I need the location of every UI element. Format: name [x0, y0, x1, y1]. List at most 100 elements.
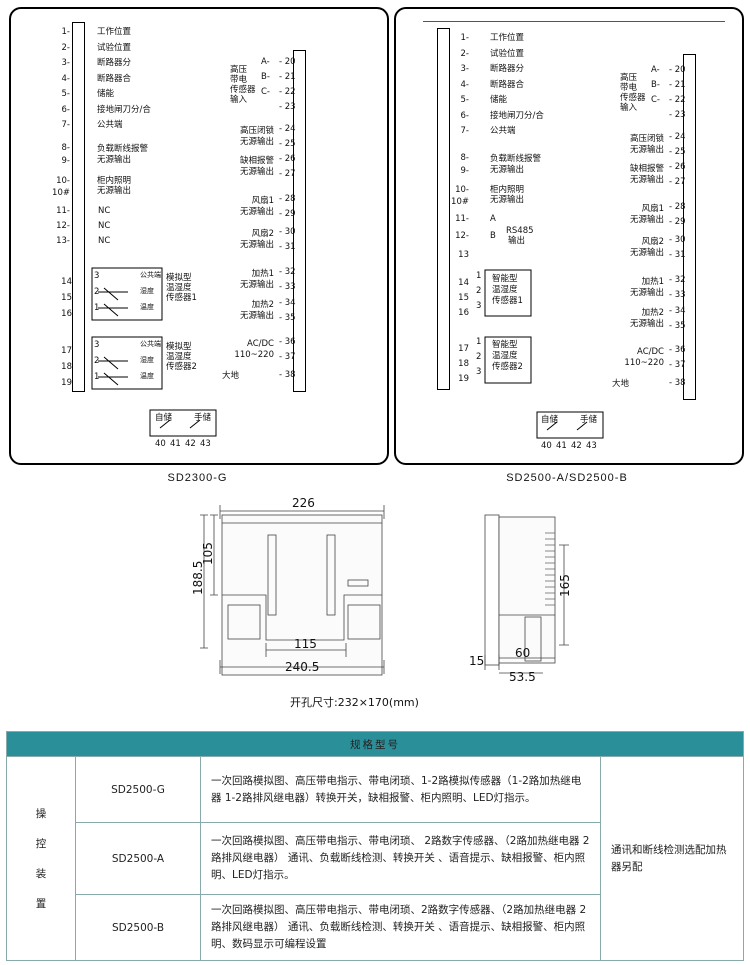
terminal-label: 试验位置 [97, 42, 132, 53]
dim-165: 165 [558, 574, 572, 597]
terminal-number: 9- [61, 156, 70, 166]
terminal-number: 19 [458, 374, 469, 384]
sensor-name: 温湿度 [166, 283, 192, 293]
hv-phase: B- [651, 80, 660, 90]
terminal-number: 5- [460, 95, 469, 105]
terminal-number: 11- [56, 206, 70, 216]
terminal-number: 9- [460, 166, 469, 176]
terminal-number: - 36 [669, 345, 686, 355]
sensor-pin: 3 [476, 301, 482, 311]
output-label: 无源输出 [629, 248, 664, 258]
sensor-name: 智能型 [492, 340, 518, 350]
output-label: 无源输出 [629, 145, 664, 155]
terminal-number: - 34 [279, 298, 296, 308]
terminal-label: 断路器合 [490, 79, 525, 90]
hv-input-label: 传感器 [230, 85, 256, 95]
sensor-name: 传感器1 [492, 296, 523, 306]
output-label: 缺相报警 [629, 164, 664, 174]
output-label: 风扇2 [251, 229, 274, 239]
cutout-size: 开孔尺寸:232×170(mm) [290, 696, 419, 709]
terminal-number: - 34 [669, 306, 686, 316]
output-label: 缺相报警 [239, 156, 274, 166]
terminal-number: 17 [61, 346, 72, 356]
terminal-label: 负载断线报警 [97, 144, 149, 154]
output-label: 加热2 [641, 308, 664, 318]
terminal-label: 无源输出 [97, 155, 132, 165]
dim-53: 53.5 [509, 670, 536, 684]
terminal-label: 负载断线报警 [490, 154, 542, 164]
terminal-number: 18 [458, 359, 469, 369]
sensor-sub-label: 温度 [140, 303, 154, 311]
terminal-label: 公共端 [490, 126, 516, 136]
sensor-name: 智能型 [492, 274, 518, 284]
terminal-number: - 24 [669, 132, 686, 142]
sensor-pin: 1 [476, 337, 482, 347]
output-label: 无源输出 [629, 319, 664, 329]
output-label: 无源输出 [239, 137, 274, 147]
terminal-number: 6- [460, 110, 469, 121]
terminal-label: 工作位置 [490, 33, 525, 43]
sensor-pin: 1 [476, 271, 482, 281]
auto-store-label: 自储 [155, 413, 173, 423]
terminal-number: 13 [458, 250, 469, 260]
rs485-label: 输出 [508, 236, 526, 246]
terminal-number: 5- [61, 89, 70, 99]
ground-label: 大地 [222, 371, 240, 381]
sensor-wiring-g [91, 267, 217, 437]
caption-sd2300g: SD2300-G [167, 472, 228, 484]
terminal-number: 14 [458, 278, 469, 288]
terminal-number: - 23 [669, 110, 686, 120]
sensor-pin: 3 [94, 340, 100, 350]
terminal-number: - 25 [279, 139, 296, 149]
sensor-name: 传感器1 [166, 293, 197, 303]
output-label: 无源输出 [239, 311, 274, 321]
ground-label: 大地 [612, 379, 630, 389]
sensor-name: 传感器2 [492, 362, 523, 372]
terminal-number: - 26 [669, 162, 686, 172]
dim-60: 60 [515, 646, 530, 660]
terminal-number: 1- [61, 27, 70, 37]
terminal-number: 12- [455, 231, 469, 241]
output-label: 无源输出 [629, 215, 664, 225]
terminal-label: 柜内照明 [490, 185, 525, 195]
hv-input-label: 输入 [230, 95, 248, 105]
terminal-number: 15 [61, 293, 72, 303]
output-label: 110~220 [234, 350, 274, 360]
terminal-number: 10- [455, 185, 469, 195]
side-dimension-drawing: 165 15 60 53.5 [469, 514, 572, 684]
terminal-label: 无源输出 [97, 186, 132, 196]
terminal-number: 8- [61, 143, 70, 153]
output-label: 高压闭锁 [239, 126, 274, 136]
terminal-label: 无源输出 [490, 195, 525, 205]
terminal-number: - 35 [669, 321, 686, 331]
terminal-label: NC [98, 221, 111, 231]
output-label: 高压闭锁 [629, 134, 664, 144]
terminal-number: 7- [460, 126, 469, 136]
terminal-label: 试验位置 [490, 48, 525, 59]
terminal-number: 19 [61, 378, 72, 388]
sensor-sub-label: 温度 [140, 372, 154, 380]
sensor-pin: 2 [94, 356, 100, 366]
terminal-number: - 21 [279, 72, 296, 82]
hv-input-label: 带电 [620, 83, 638, 93]
desc-cell: 一次回路模拟图、高压带电指示、带电闭琐、2路数字传感器、（2路加热继电器 2路排… [200, 894, 601, 961]
terminal-number: - 38 [669, 378, 686, 388]
hv-input-label: 输入 [620, 103, 638, 113]
hv-phase: B- [261, 72, 270, 82]
terminal-number: - 28 [669, 202, 686, 212]
terminal-label: 储能 [97, 89, 115, 99]
dim-115: 115 [294, 637, 317, 651]
terminal-number: 12- [56, 221, 70, 231]
sensor-pin: 3 [476, 367, 482, 377]
terminal-label: 储能 [490, 95, 508, 105]
terminal-label: 断路器合 [97, 73, 132, 84]
terminal-number: - 38 [279, 370, 296, 380]
sensor-pin: 2 [476, 352, 482, 362]
terminal-label: 公共端 [97, 120, 123, 130]
dim-226: 226 [292, 496, 315, 510]
store-pin: 43 [200, 439, 211, 449]
terminal-number: - 30 [669, 235, 686, 245]
terminal-number: - 29 [279, 209, 296, 219]
terminal-label: 接地闸刀分/合 [97, 104, 151, 115]
terminal-number: 13- [56, 236, 70, 246]
